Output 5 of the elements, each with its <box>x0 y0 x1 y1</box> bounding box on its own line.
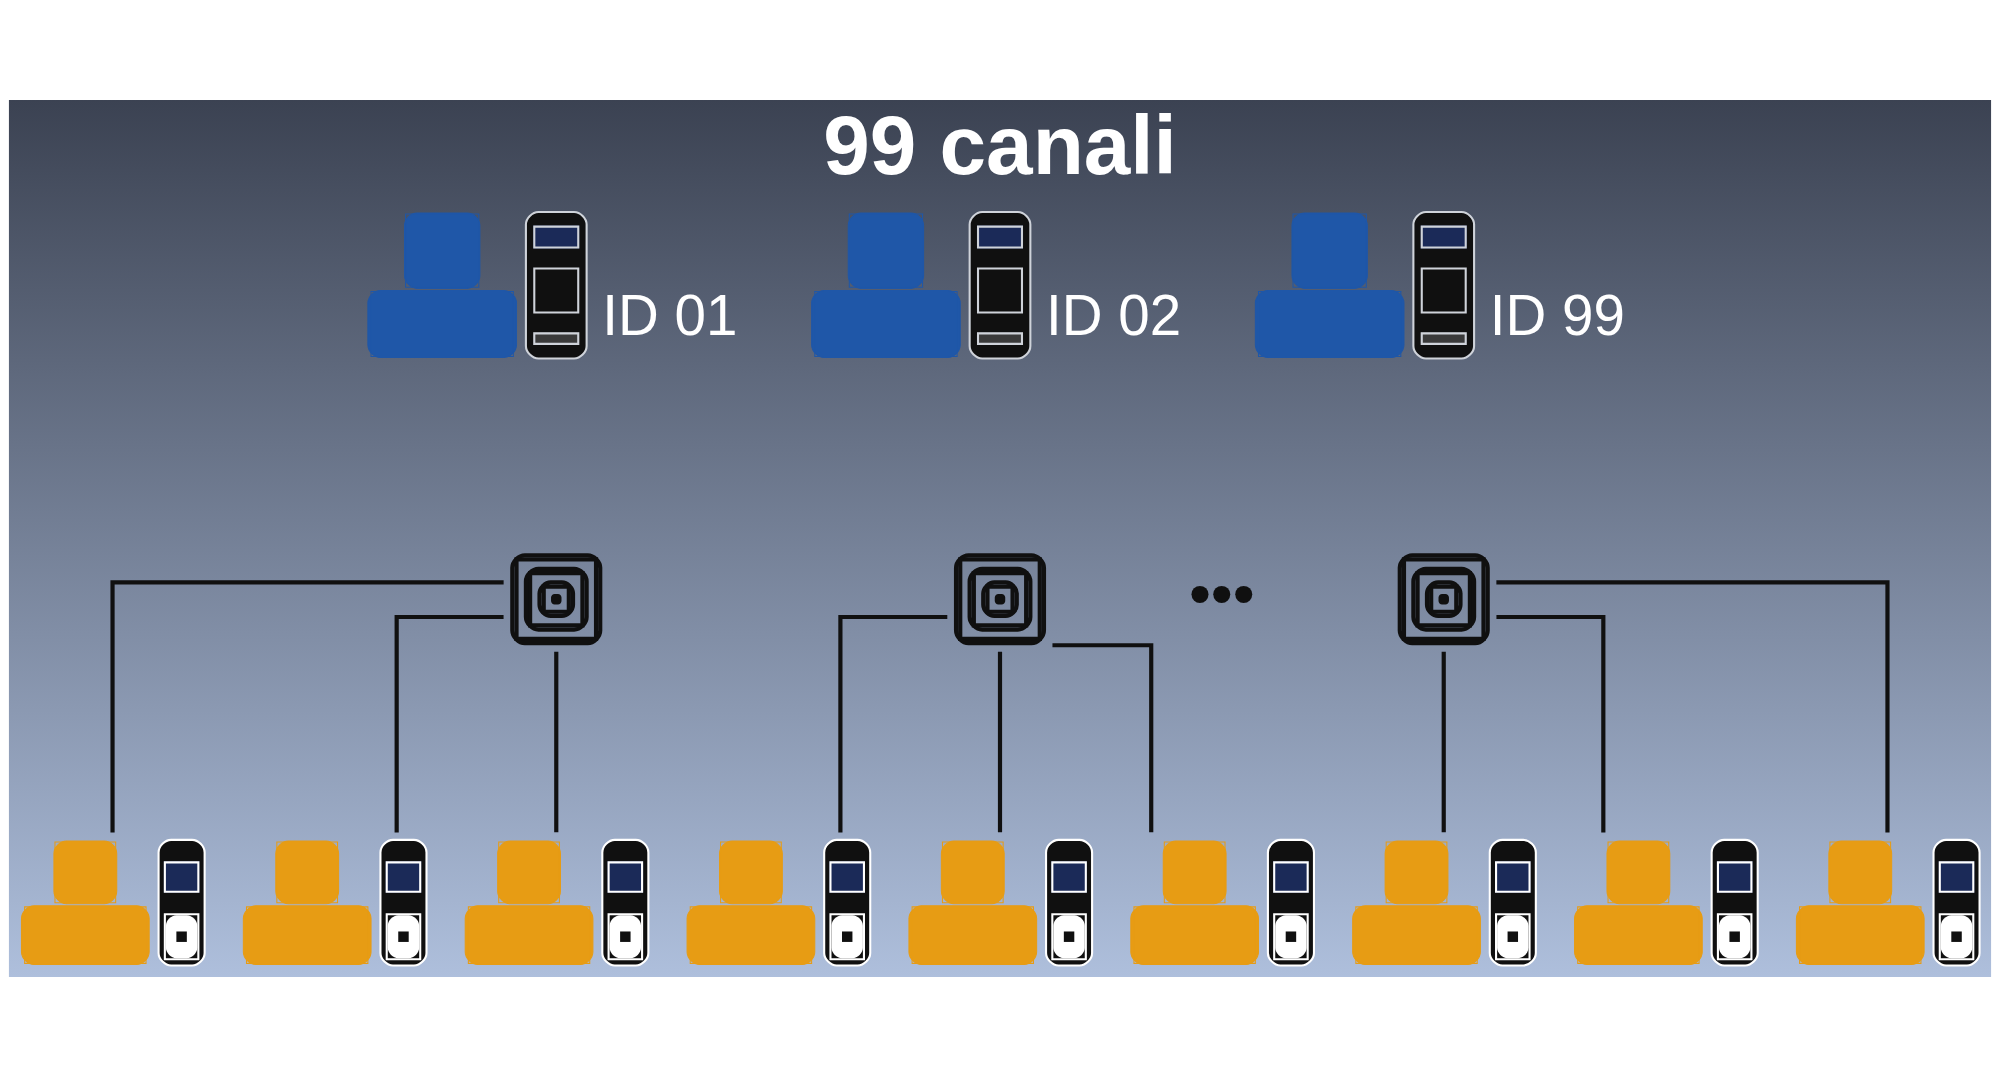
node-label: ID 99 <box>1489 283 1625 347</box>
node-label: ID 02 <box>1046 283 1182 347</box>
node-label: ID 01 <box>602 283 738 347</box>
label: ••• <box>1188 557 1255 628</box>
diagram-title: 99 canali <box>823 98 1177 193</box>
